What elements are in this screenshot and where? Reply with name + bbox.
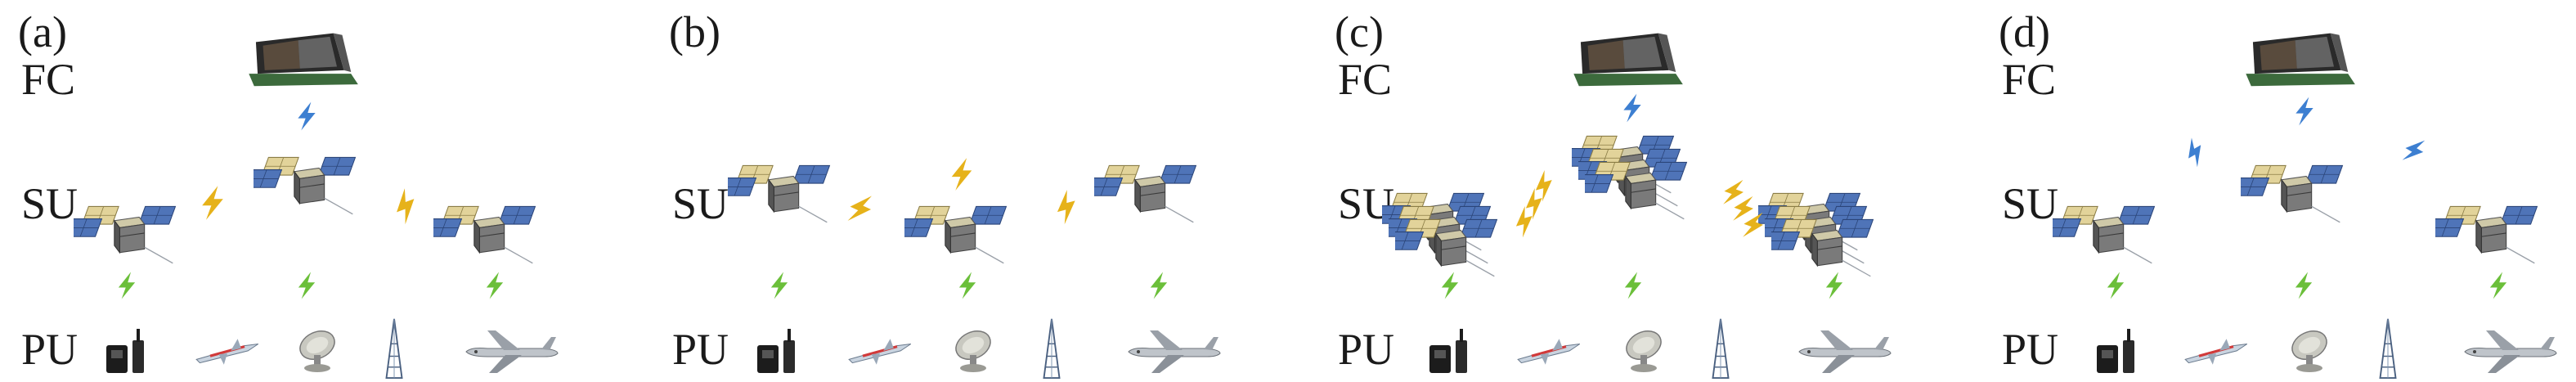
panel-c-art	[1382, 33, 1892, 380]
lightning-link-icon	[1521, 187, 1547, 221]
radio-icon	[1429, 329, 1467, 373]
lightning-link-icon	[1052, 188, 1081, 226]
airplane-icon	[1128, 330, 1221, 374]
tower-icon	[1043, 317, 1061, 380]
lightning-link-icon	[2296, 97, 2313, 126]
satellite-icon	[2053, 205, 2156, 264]
satellite-icon	[1094, 164, 1197, 223]
fusion-center-icon	[1573, 33, 1683, 87]
panel-d-su-label: SU	[2002, 179, 2059, 228]
lightning-link-icon	[486, 272, 504, 299]
panel-a-su-label: SU	[21, 179, 79, 228]
missile-icon	[847, 337, 913, 366]
missile-icon	[195, 337, 260, 366]
lightning-link-icon	[2180, 135, 2210, 169]
lightning-link-icon	[298, 272, 316, 299]
tower-icon	[385, 317, 403, 380]
lightning-link-icon	[958, 272, 976, 299]
panel-a-pu-label: PU	[21, 325, 79, 374]
panel-d-pu-label: PU	[2002, 325, 2059, 374]
satellite-icon	[74, 205, 177, 264]
panel-b-su-label: SU	[672, 179, 729, 228]
satellite-icon	[433, 205, 536, 264]
lightning-link-icon	[844, 189, 877, 228]
satellite-icon	[2241, 164, 2344, 223]
lightning-link-icon	[118, 272, 136, 299]
lightning-link-icon	[1531, 169, 1557, 203]
airplane-icon	[465, 330, 559, 374]
airplane-icon	[1798, 330, 1892, 374]
lightning-link-icon	[2295, 272, 2313, 299]
lightning-link-icon	[770, 272, 788, 299]
lightning-link-icon	[1511, 204, 1537, 239]
fusion-center-icon	[249, 33, 358, 87]
missile-icon	[2183, 337, 2249, 366]
panel-b-art	[728, 158, 1221, 380]
airplane-icon	[2464, 330, 2557, 374]
dish-antenna-icon	[950, 326, 996, 373]
radio-icon	[757, 329, 795, 373]
lightning-link-icon	[389, 187, 422, 226]
lightning-link-icon	[1624, 272, 1642, 299]
lightning-link-icon	[1441, 272, 1459, 299]
missile-icon	[1516, 337, 1582, 366]
panel-b-pu-label: PU	[672, 325, 729, 374]
radio-icon	[2097, 329, 2134, 373]
panel-d-art	[2053, 33, 2557, 380]
panel-c-tag: (c)	[1335, 7, 1384, 56]
lightning-link-icon	[202, 186, 223, 220]
dish-antenna-icon	[294, 326, 340, 373]
satellite-icon	[728, 164, 831, 223]
lightning-link-icon	[298, 101, 316, 131]
tower-icon	[1712, 317, 1730, 380]
satellite-icon	[254, 156, 357, 215]
lightning-link-icon	[2107, 272, 2125, 299]
lightning-link-icon	[951, 158, 972, 191]
lightning-link-icon	[1623, 93, 1641, 123]
panel-a-art	[74, 33, 559, 380]
panel-b-tag: (b)	[669, 7, 720, 56]
panel-c-fc-label: FC	[1338, 55, 1393, 104]
radio-icon	[106, 329, 144, 373]
satellite-icon	[2435, 205, 2538, 264]
panel-d-tag: (d)	[1999, 7, 2050, 56]
panel-a-fc-label: FC	[21, 55, 76, 104]
panel-a-tag: (a)	[18, 7, 67, 56]
satellite-icon	[904, 205, 1008, 264]
lightning-link-icon	[2399, 133, 2429, 168]
panel-c-pu-label: PU	[1338, 325, 1395, 374]
tower-icon	[2379, 317, 2397, 380]
dish-antenna-icon	[1621, 326, 1667, 373]
lightning-link-icon	[1825, 272, 1843, 299]
fusion-center-icon	[2246, 33, 2355, 87]
dish-antenna-icon	[2287, 326, 2332, 373]
panel-d-fc-label: FC	[2002, 55, 2057, 104]
lightning-link-icon	[1150, 272, 1168, 299]
lightning-link-icon	[2489, 272, 2507, 299]
